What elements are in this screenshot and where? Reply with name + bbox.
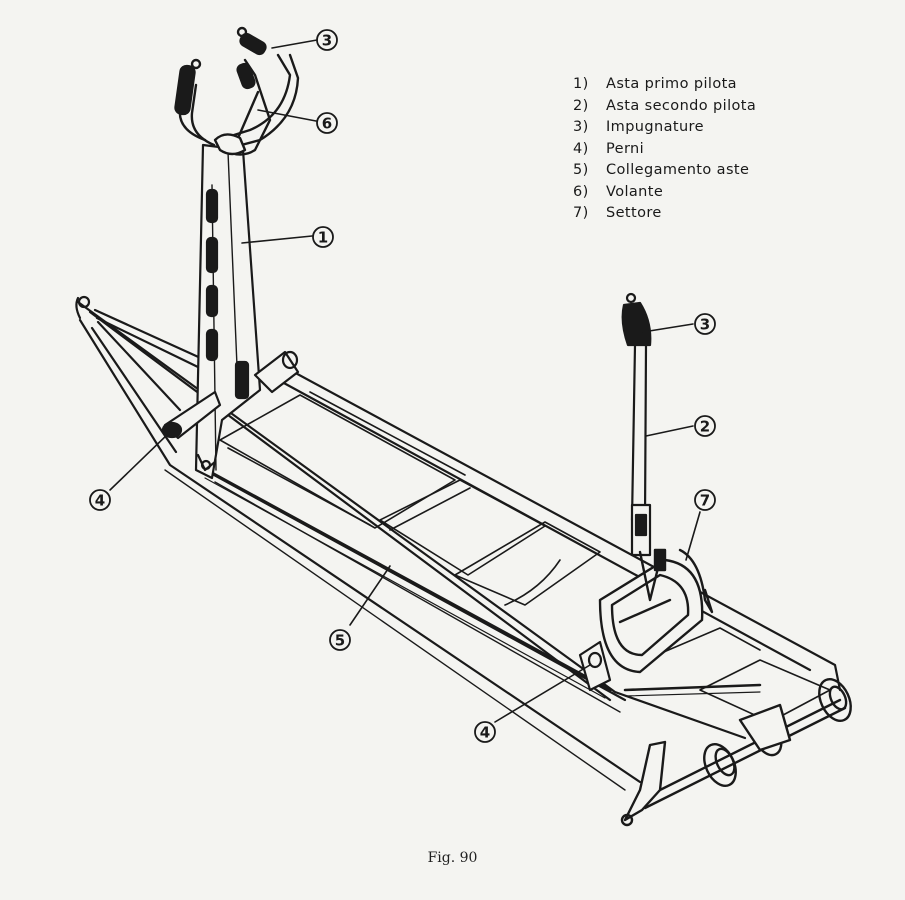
callout-4-left: 4 (89, 489, 111, 511)
legend-item: 1) Asta primo pilota (573, 74, 756, 96)
legend-number: 7) (573, 205, 589, 221)
callout-5: 5 (329, 629, 351, 651)
parts-legend: 1) Asta primo pilota 2) Asta secondo pil… (573, 74, 756, 225)
pivot-pin-rear (578, 640, 612, 692)
legend-number: 2) (573, 97, 589, 114)
sector-assembly (598, 548, 714, 674)
svg-text:3: 3 (700, 316, 710, 334)
legend-item: 6) Volante (573, 182, 756, 204)
legend-number: 5) (573, 162, 589, 178)
callout-3-right: 3 (694, 313, 716, 335)
svg-text:5: 5 (335, 632, 345, 650)
callout-6: 6 (316, 112, 338, 134)
svg-text:3: 3 (322, 32, 332, 50)
base-frame (75, 295, 842, 791)
connecting-rod (204, 470, 762, 699)
legend-label: Volante (606, 183, 664, 200)
second-pilot-rod (621, 292, 652, 557)
figure-caption: Fig. 90 (427, 850, 478, 866)
legend-item: 2) Asta secondo pilota (573, 96, 756, 118)
legend-number: 1) (573, 76, 589, 92)
svg-text:7: 7 (700, 492, 710, 510)
svg-text:4: 4 (480, 724, 490, 742)
legend-item: 7) Settore (573, 203, 756, 225)
legend-label: Perni (606, 140, 645, 157)
callout-4-bottom: 4 (474, 721, 496, 743)
legend-number: 4) (573, 140, 589, 157)
legend-item: 5) Collegamento aste (573, 160, 756, 182)
callout-3-top: 3 (316, 29, 338, 51)
svg-text:1: 1 (318, 229, 328, 247)
steering-wheel (174, 26, 300, 156)
svg-text:2: 2 (700, 418, 710, 436)
leader-lines (109, 39, 701, 723)
callout-7: 7 (694, 489, 716, 511)
legend-number: 3) (573, 119, 589, 135)
legend-label: Collegamento aste (606, 162, 750, 178)
legend-number: 6) (573, 183, 589, 200)
legend-label: Asta secondo pilota (606, 97, 757, 114)
svg-text:4: 4 (95, 492, 105, 510)
legend-label: Settore (606, 205, 662, 221)
legend-label: Asta primo pilota (606, 76, 737, 92)
legend-item: 4) Perni (573, 139, 756, 161)
callout-2: 2 (694, 415, 716, 437)
legend-item: 3) Impugnature (573, 117, 756, 139)
legend-label: Impugnature (606, 119, 704, 135)
callout-1: 1 (312, 226, 334, 248)
rear-axle (620, 678, 852, 827)
svg-text:6: 6 (322, 115, 332, 133)
floor-boards (219, 391, 831, 723)
